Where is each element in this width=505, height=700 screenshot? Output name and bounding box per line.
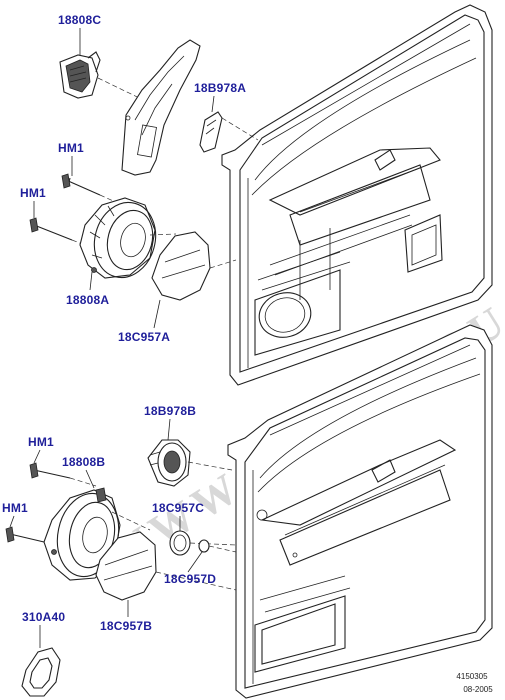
grille-18C957B: [95, 531, 157, 601]
label-18808B: 18808B: [62, 455, 105, 469]
speaker-18808A: [79, 197, 157, 279]
bracket-18B978A: [199, 111, 223, 153]
screw-lower-2: [5, 526, 45, 543]
label-HM1: HM1: [28, 435, 54, 449]
rear-door-trim-panel: [227, 324, 493, 699]
label-HM1: HM1: [58, 141, 84, 155]
sail-trim-bracket: [121, 39, 201, 176]
grille-18C957D: [198, 539, 210, 553]
label-310A40: 310A40: [22, 610, 65, 624]
screw-upper-1: [61, 173, 101, 196]
label-18B978A: 18B978A: [194, 81, 246, 95]
label-HM1: HM1: [20, 186, 46, 200]
reference-date: 08-2005: [463, 685, 493, 694]
screw-lower-1: [29, 462, 71, 479]
label-18808C: 18808C: [58, 13, 101, 27]
label-18C957B: 18C957B: [100, 619, 152, 633]
tweeter-18B978B: [147, 439, 191, 487]
tweeter-18808C: [59, 51, 101, 99]
label-18C957A: 18C957A: [118, 330, 170, 344]
grille-18C957A: [151, 231, 211, 301]
label-18B978B: 18B978B: [144, 404, 196, 418]
label-18C957D: 18C957D: [164, 572, 216, 586]
reference-code: 4150305: [456, 672, 488, 681]
grille-18C957C: [169, 530, 191, 556]
label-18808A: 18808A: [66, 293, 109, 307]
label-leaders: [9, 28, 215, 648]
front-door-trim-panel: [221, 4, 493, 386]
label-18C957C: 18C957C: [152, 501, 204, 515]
ring-310A40: [21, 647, 61, 697]
screw-upper-2: [29, 217, 73, 241]
speaker-18808B: [43, 487, 121, 581]
label-HM1: HM1: [2, 501, 28, 515]
